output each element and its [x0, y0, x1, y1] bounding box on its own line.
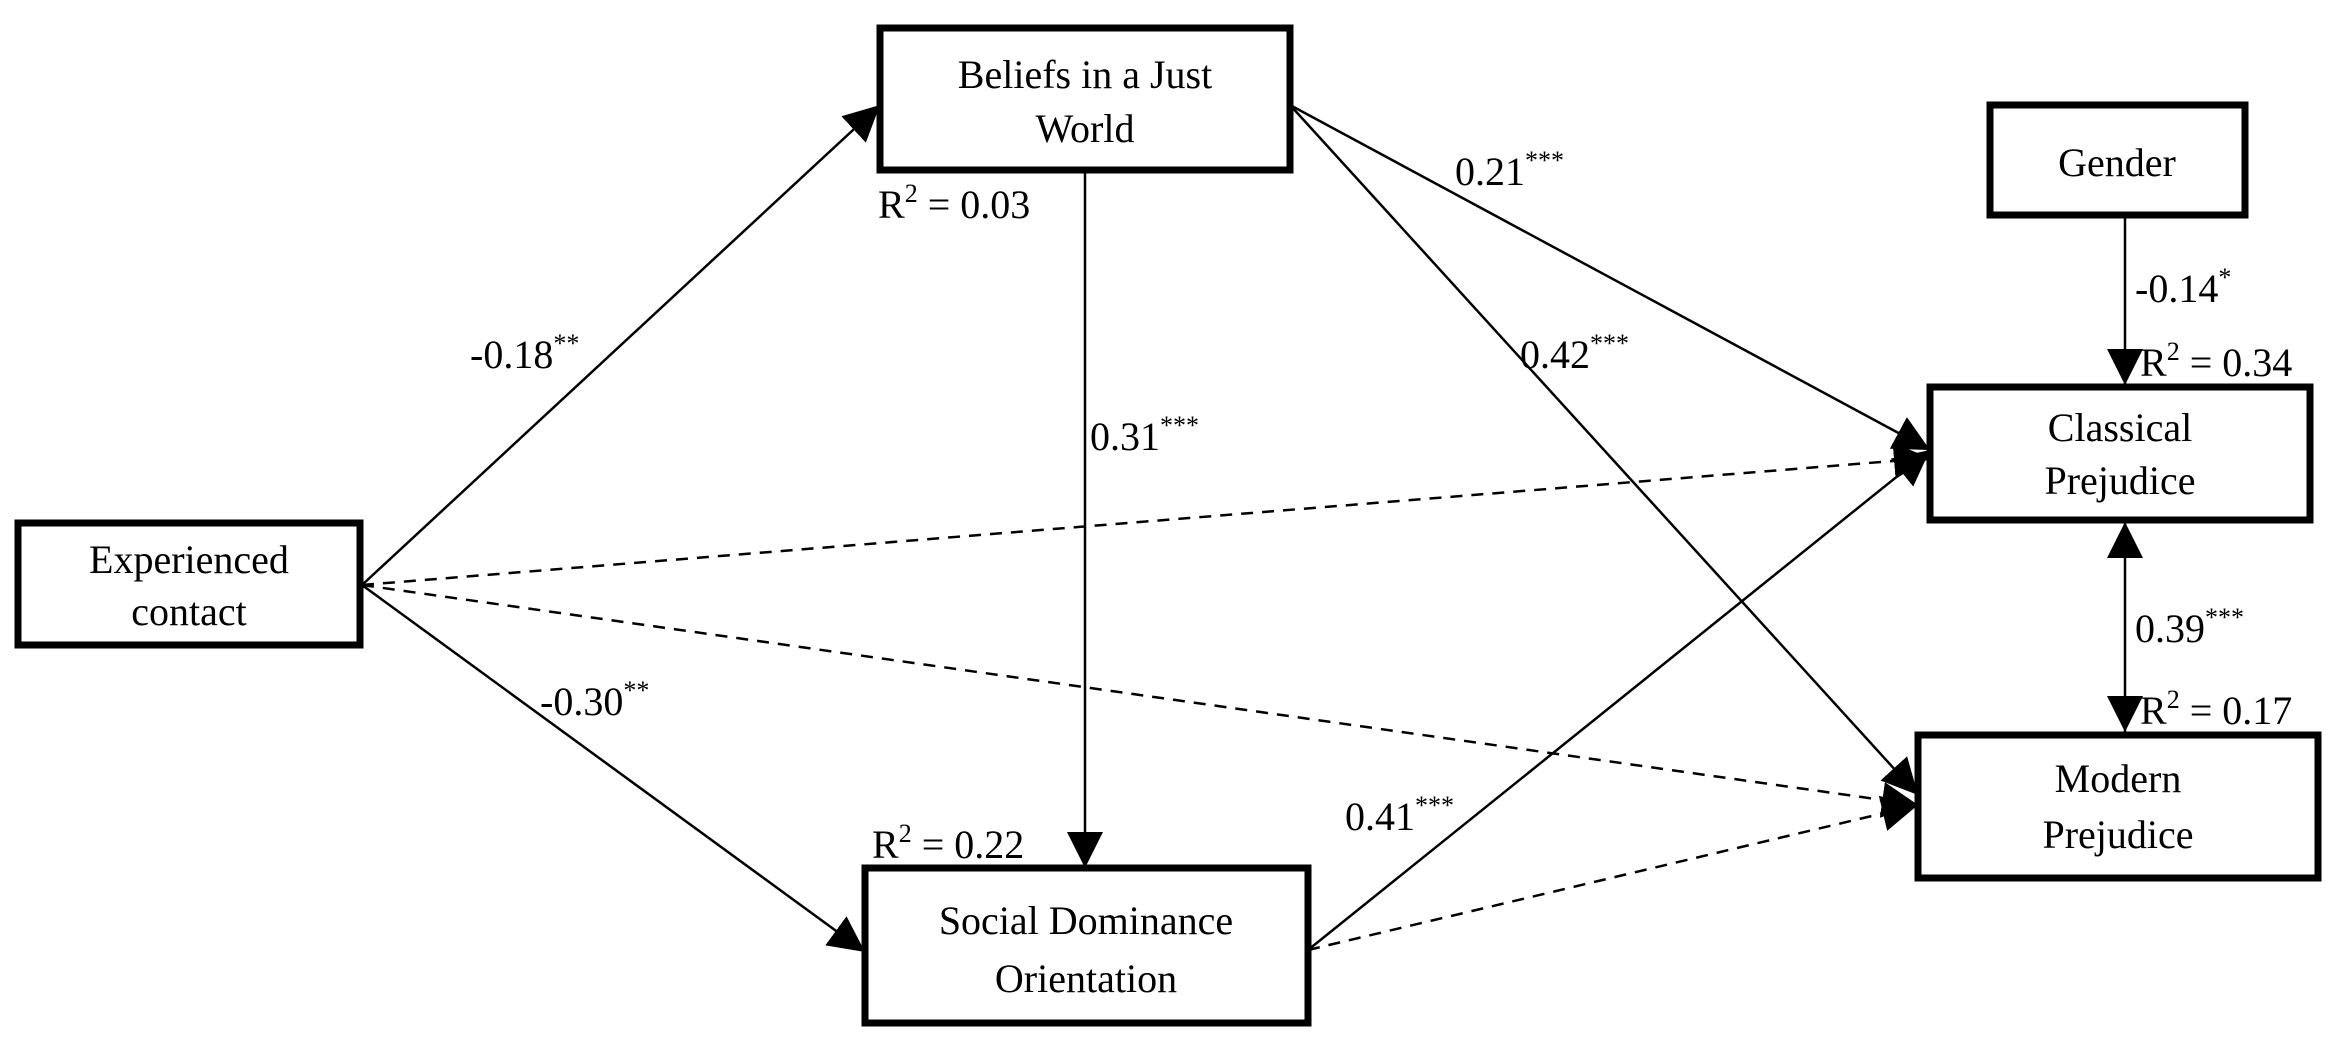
coef-label-contact-sdo: -0.30** — [540, 676, 649, 724]
node-box — [876, 24, 1294, 174]
node-gender: Gender — [1986, 101, 2249, 219]
path-contact-sdo — [361, 583, 866, 954]
node-label-line2: Orientation — [995, 956, 1177, 1001]
coef-label-bjw-classical: 0.21*** — [1455, 146, 1564, 194]
node-experienced-contact: Experienced contact — [14, 519, 364, 649]
coef-label-sdo-classical: 0.41*** — [1345, 791, 1454, 839]
node-label-line1: Gender — [2058, 140, 2176, 185]
path-contact-classical — [361, 442, 1931, 587]
r2-label-classical: R2 = 0.34 — [2140, 337, 2292, 385]
node-label-line1: Social Dominance — [939, 898, 1233, 943]
node-social-dominance-orientation: Social Dominance Orientation — [861, 864, 1312, 1027]
node-label-line2: Prejudice — [2044, 458, 2195, 503]
coef-label-bjw-modern: 0.42*** — [1520, 329, 1629, 377]
path-sdo-classical — [1307, 449, 1931, 951]
node-box — [1986, 101, 2249, 219]
edges — [361, 103, 2143, 954]
node-label-line2: World — [1036, 106, 1135, 151]
r2-label-modern: R2 = 0.17 — [2140, 685, 2292, 733]
node-label-line2: Prejudice — [2042, 812, 2193, 857]
path-bjw-classical — [1289, 103, 1931, 452]
node-label-line1: Beliefs in a Just — [958, 52, 1212, 97]
node-modern-prejudice: Modern Prejudice — [1914, 731, 2322, 882]
node-label-line1: Experienced — [89, 537, 289, 582]
node-box — [14, 519, 364, 649]
coef-label-contact-bjw: -0.18** — [470, 329, 579, 377]
r2-label-sdo: R2 = 0.22 — [872, 819, 1024, 867]
coef-label-bjw-sdo: 0.31*** — [1090, 411, 1199, 459]
coef-label-classical-modern: 0.39*** — [2135, 603, 2244, 651]
path-bjw-modern — [1289, 104, 1919, 796]
path-contact-bjw — [361, 104, 881, 586]
node-classical-prejudice: Classical Prejudice — [1926, 383, 2314, 524]
node-label-line1: Classical — [2048, 405, 2192, 450]
coef-label-gender-classical: -0.14* — [2135, 263, 2231, 311]
r2-label-bjw: R2 = 0.03 — [878, 179, 1030, 227]
node-box — [1926, 383, 2314, 524]
path-contact-modern — [361, 583, 1919, 818]
node-label-line2: contact — [131, 589, 247, 634]
node-beliefs-just-world: Beliefs in a Just World — [876, 24, 1294, 174]
node-box — [1914, 731, 2322, 882]
node-label-line1: Modern — [2055, 756, 2182, 801]
node-box — [861, 864, 1312, 1027]
